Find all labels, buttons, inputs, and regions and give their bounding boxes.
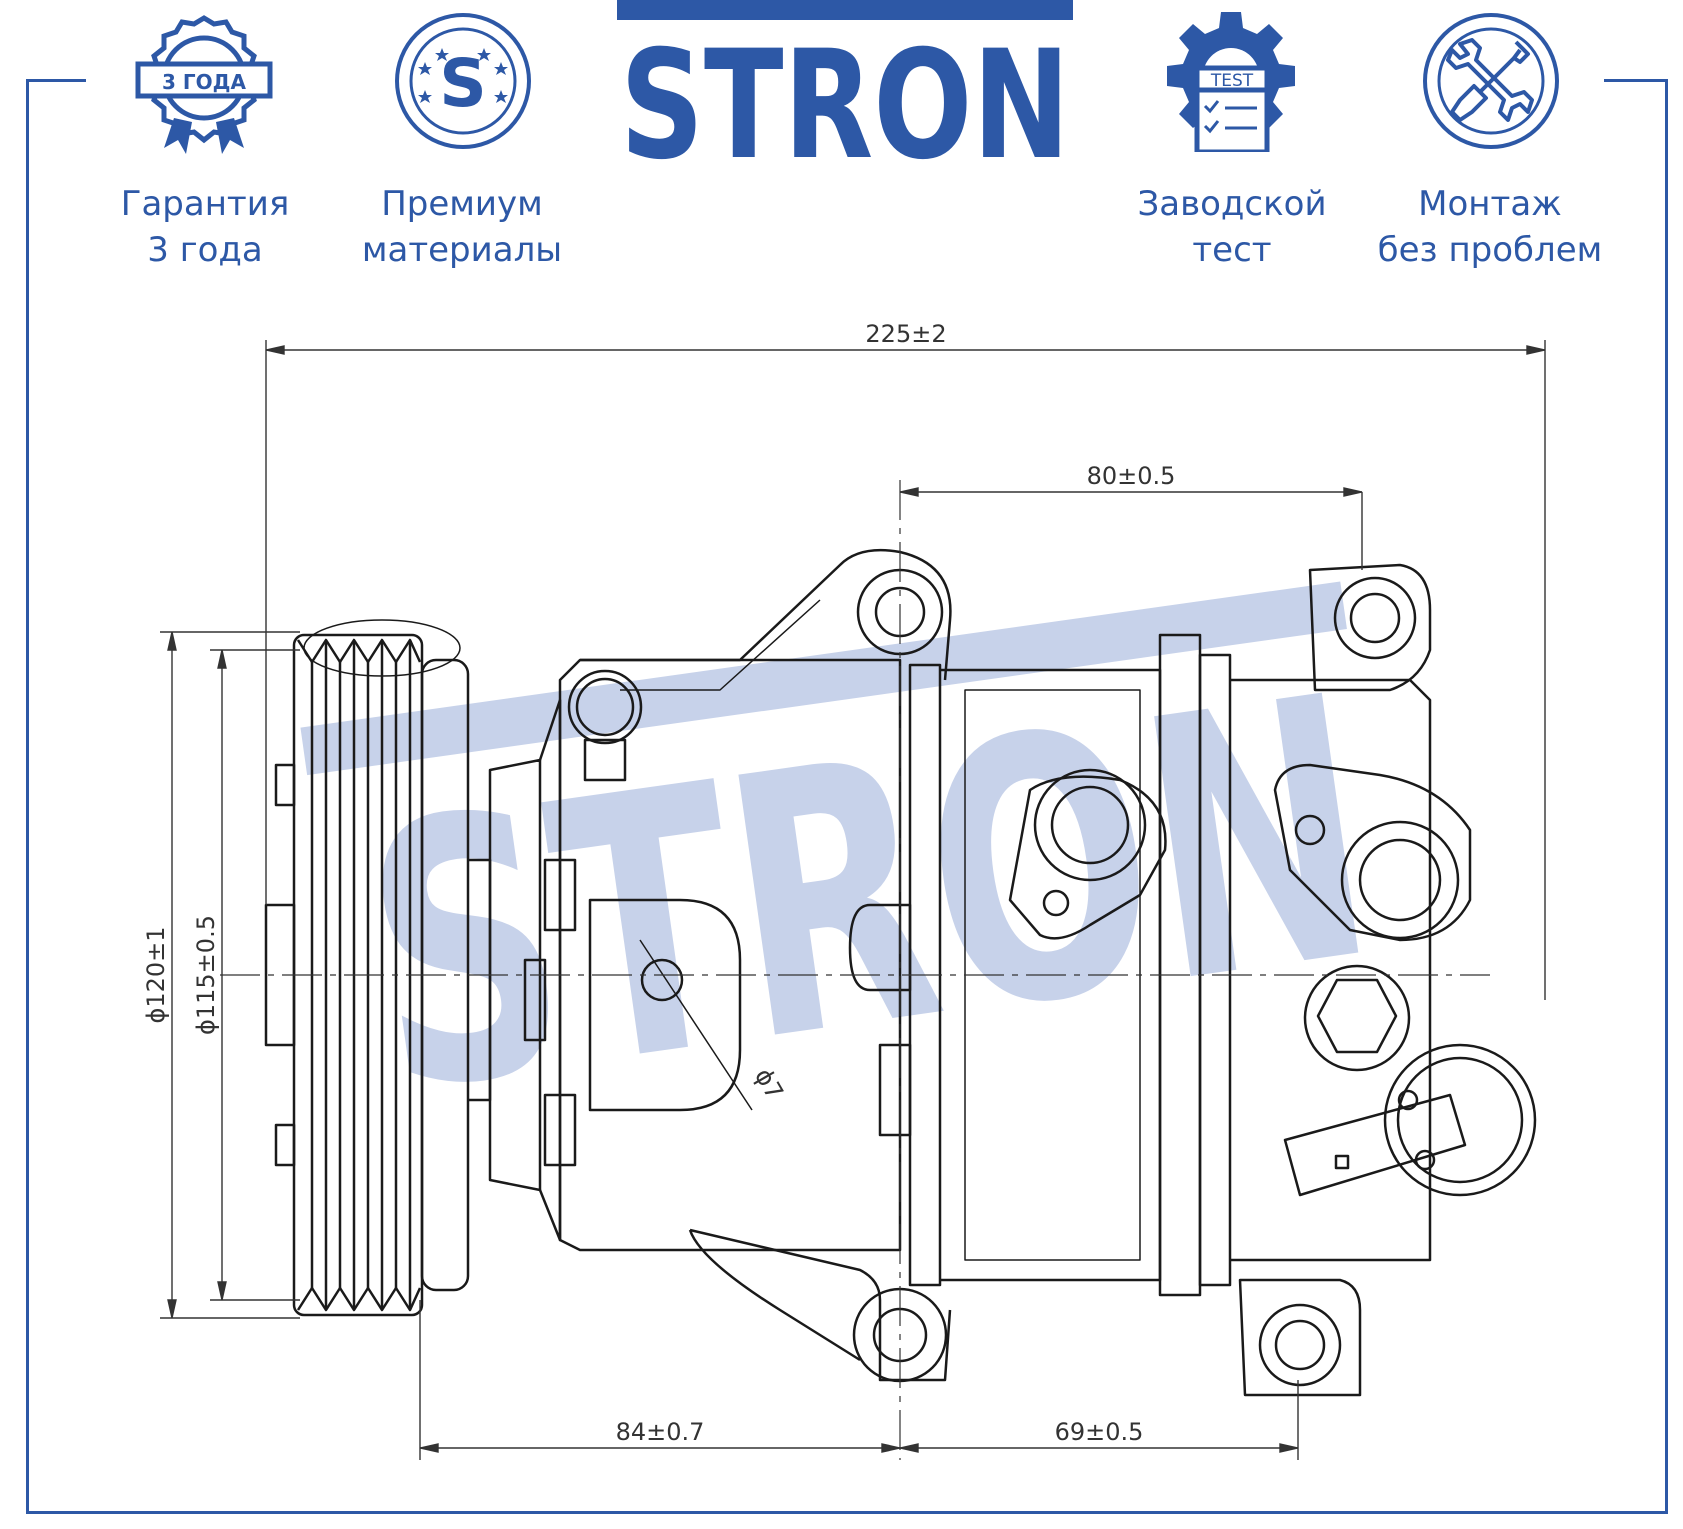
feature-test-caption: Заводской тест <box>1112 181 1352 273</box>
premium-badge-text: S <box>439 45 487 122</box>
frame-bottom <box>26 1511 1668 1514</box>
factory-test-gear-icon: TEST <box>1163 10 1299 155</box>
suction-port <box>1008 768 1167 940</box>
tools-wrench-screwdriver-icon <box>1420 10 1562 152</box>
warranty-badge-text: 3 ГОДА <box>162 70 246 94</box>
feature-warranty-line2: 3 года <box>147 230 263 270</box>
right-top-mount-ear <box>1308 563 1432 692</box>
premium-star-s-icon: S <box>392 10 534 152</box>
discharge-port <box>1273 763 1472 942</box>
feature-test-line1: Заводской <box>1137 184 1327 224</box>
watermark-logo: STRON <box>300 581 1394 1173</box>
dimension-pulley-to-mount: 84±0.7 <box>616 1418 705 1446</box>
hex-bolt <box>567 669 643 782</box>
test-badge-text: TEST <box>1210 71 1254 91</box>
feature-mounting-caption: Монтаж без проблем <box>1350 181 1630 273</box>
dimension-overall-length: 225±2 <box>865 320 946 348</box>
dimension-pulley-diameter: ϕ115±0.5 <box>192 915 220 1035</box>
feature-premium-line2: материалы <box>361 230 563 270</box>
feature-mounting-line2: без проблем <box>1377 230 1603 270</box>
feature-premium-caption: Премиум материалы <box>340 181 584 273</box>
dimension-outer-diameter: ϕ120±1 <box>142 926 170 1023</box>
warranty-badge-icon: 3 ГОДА <box>130 10 278 158</box>
dimension-mount-spacing-bottom: 69±0.5 <box>1055 1418 1144 1446</box>
frame-top-right <box>1604 79 1668 82</box>
dimension-mount-spacing-top: 80±0.5 <box>1087 462 1176 490</box>
right-bottom-mount-ear <box>1238 1278 1362 1397</box>
frame-right <box>1665 79 1668 1514</box>
feature-mounting-line1: Монтаж <box>1418 184 1562 224</box>
feature-test-line2: тест <box>1192 230 1272 270</box>
control-valve <box>1303 964 1411 1072</box>
feature-warranty-caption: Гарантия 3 года <box>94 181 316 273</box>
feature-warranty-line1: Гарантия <box>120 184 290 224</box>
electrical-connector <box>1283 1043 1537 1197</box>
frame-top-left <box>26 79 86 82</box>
feature-premium-line1: Премиум <box>381 184 543 224</box>
dimension-lines <box>160 340 1546 1460</box>
frame-left <box>26 79 29 1514</box>
